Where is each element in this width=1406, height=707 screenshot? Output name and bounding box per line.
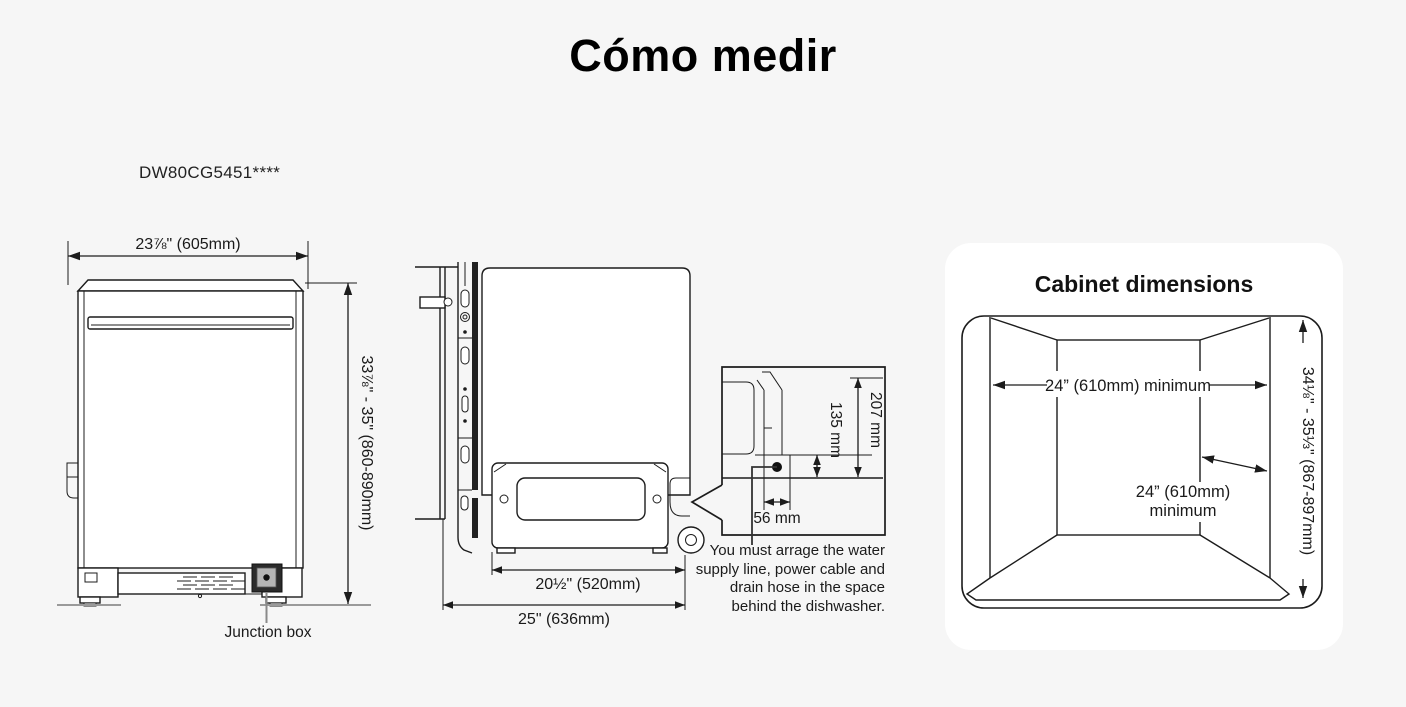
rear-wheel [677, 526, 705, 554]
front-width-dimension-label: 23⅞" (605mm) [135, 236, 240, 253]
side-total-depth-dimension: 25" (636mm) [442, 519, 686, 628]
front-width-dimension: 23⅞" (605mm) [67, 236, 309, 289]
side-total-depth-label: 25" (636mm) [518, 611, 610, 628]
junction-box [251, 563, 283, 593]
dishwasher-front-outline [66, 279, 305, 607]
cabinet-card-title: Cabinet dimensions [1034, 271, 1254, 297]
dishwasher-side-body [481, 267, 705, 554]
cabinet-width-dimension: 24” (610mm) minimum [993, 371, 1267, 397]
note-leader-line [751, 466, 777, 545]
page-title: Cómo medir [569, 30, 837, 81]
door-side-strip [457, 262, 478, 554]
detail-135mm-label: 135 mm [827, 402, 844, 458]
front-view-diagram: 23⅞" (605mm) [57, 236, 375, 641]
hookup-note: You must arrage the water supply line, p… [695, 542, 885, 615]
counter-section [415, 266, 458, 520]
model-number-label: DW80CG5451**** [139, 163, 281, 182]
cabinet-height-label: 34⅛" - 35⅓" (867-897mm) [1299, 367, 1316, 555]
side-view-diagram: 20½" (520mm) 25" (636mm) 56 mm 135 mm 20… [415, 262, 886, 628]
detail-callout: 56 mm 135 mm 207 mm [690, 366, 886, 545]
cabinet-opening-outline [961, 315, 1323, 609]
junction-box-label: Junction box [224, 624, 311, 641]
front-height-dimension-label: 33⅞" - 35" (860-890mm) [358, 356, 375, 531]
cabinet-diagram: 24” (610mm) minimum 24” (610mm) minimum … [961, 315, 1323, 609]
side-base-depth-label: 20½" (520mm) [535, 576, 640, 593]
cabinet-depth-dimension: 24” (610mm) minimum [1133, 455, 1268, 522]
cabinet-width-label: 24” (610mm) minimum [1045, 377, 1211, 395]
cabinet-height-dimension: 34⅛" - 35⅓" (867-897mm) [1289, 320, 1317, 598]
detail-207mm-label: 207 mm [867, 392, 884, 448]
cabinet-dimensions-card: Cabinet dimensions 24” (610mm) minimum [945, 243, 1343, 650]
front-height-dimension: 33⅞" - 35" (860-890mm) [305, 282, 375, 604]
detail-56mm-label: 56 mm [753, 510, 800, 527]
door-handle [87, 316, 294, 330]
cabinet-depth-label-line2: minimum [1150, 502, 1217, 520]
cabinet-depth-label-line1: 24” (610mm) [1136, 483, 1230, 501]
side-base-depth-dimension: 20½" (520mm) [491, 552, 686, 593]
